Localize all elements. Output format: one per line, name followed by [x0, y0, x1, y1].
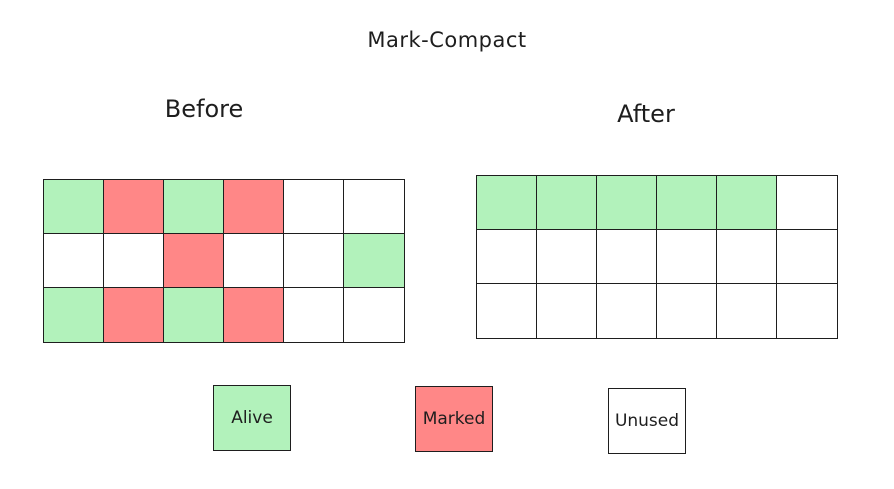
after-memory-cell-unused: [716, 283, 778, 339]
after-memory-cell-alive: [476, 175, 538, 231]
before-memory-cell-marked: [103, 287, 165, 343]
before-memory-cell-alive: [43, 287, 105, 343]
after-memory-cell-unused: [656, 229, 718, 285]
before-memory-cell-unused: [283, 287, 345, 343]
after-memory-cell-alive: [536, 175, 598, 231]
before-heading: Before: [164, 95, 244, 123]
legend-marked-label: Marked: [422, 409, 486, 429]
after-memory-cell-unused: [656, 283, 718, 339]
legend-unused: Unused: [608, 388, 686, 454]
before-memory-cell-marked: [223, 179, 285, 235]
before-memory-cell-marked: [103, 179, 165, 235]
before-memory-cell-unused: [283, 233, 345, 289]
before-memory-cell-marked: [223, 287, 285, 343]
before-memory-cell-unused: [343, 179, 405, 235]
after-memory-cell-unused: [596, 229, 658, 285]
before-memory-cell-unused: [103, 233, 165, 289]
before-memory-cell-unused: [343, 287, 405, 343]
before-memory-cell-unused: [43, 233, 105, 289]
after-memory-cell-unused: [776, 283, 838, 339]
after-memory-cell-unused: [536, 283, 598, 339]
before-memory-grid: [43, 179, 405, 343]
before-memory-cell-unused: [223, 233, 285, 289]
legend-marked: Marked: [415, 386, 493, 452]
legend-alive: Alive: [213, 385, 291, 451]
before-memory-cell-marked: [163, 233, 225, 289]
after-memory-cell-unused: [476, 229, 538, 285]
after-memory-cell-unused: [776, 175, 838, 231]
after-memory-cell-unused: [476, 283, 538, 339]
legend-unused-label: Unused: [614, 411, 680, 431]
after-memory-grid: [476, 175, 838, 339]
before-memory-cell-alive: [163, 179, 225, 235]
legend-alive-label: Alive: [231, 408, 273, 428]
before-memory-cell-alive: [343, 233, 405, 289]
after-heading: After: [617, 100, 675, 128]
after-memory-cell-alive: [656, 175, 718, 231]
after-memory-cell-unused: [776, 229, 838, 285]
after-memory-cell-unused: [716, 229, 778, 285]
after-memory-cell-alive: [716, 175, 778, 231]
after-memory-cell-unused: [536, 229, 598, 285]
after-memory-cell-unused: [596, 283, 658, 339]
before-memory-cell-alive: [163, 287, 225, 343]
after-memory-cell-alive: [596, 175, 658, 231]
before-memory-cell-unused: [283, 179, 345, 235]
diagram-title: Mark-Compact: [367, 28, 527, 52]
before-memory-cell-alive: [43, 179, 105, 235]
